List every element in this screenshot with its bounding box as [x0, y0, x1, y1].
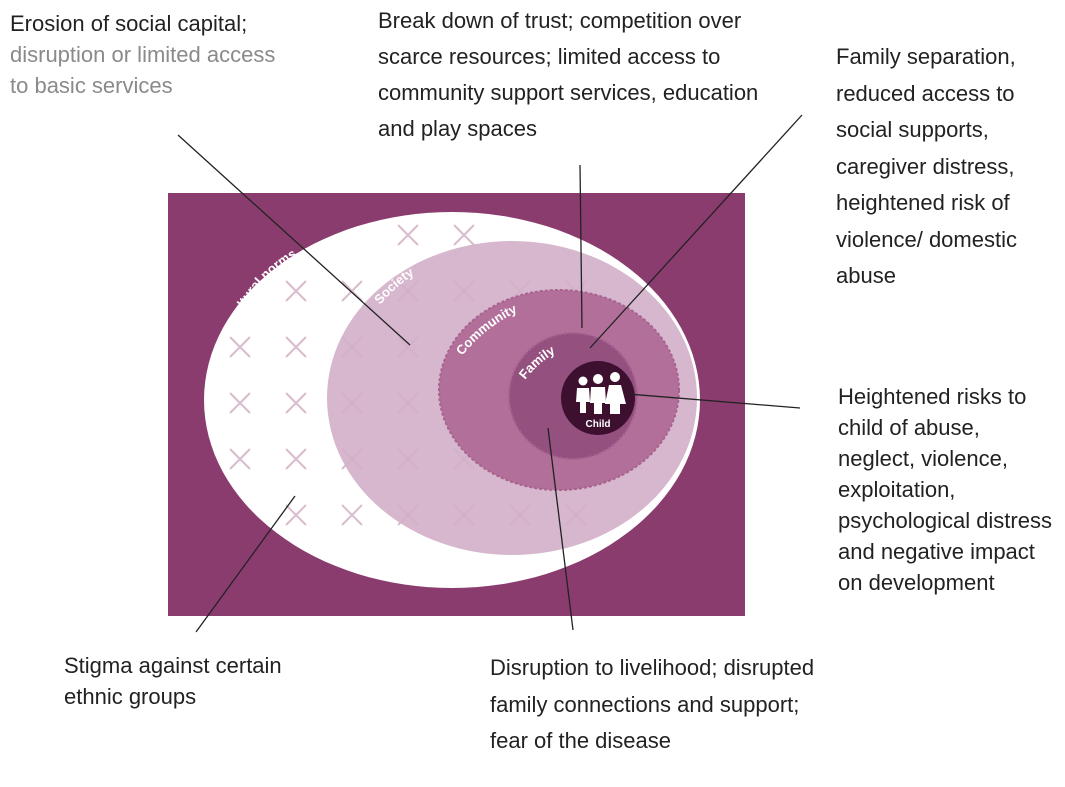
annotation-family-separation: Family separation, reduced access to soc…: [836, 44, 1017, 288]
pointer-lines: [177, 114, 803, 633]
pointer-livelihood: [547, 427, 574, 631]
cross-mark: [285, 280, 307, 302]
annotation-stigma: Stigma against certain ethnic groups: [64, 653, 282, 709]
cross-mark: [453, 224, 475, 246]
child-figures-icon: [576, 372, 626, 414]
cross-mark: [397, 224, 419, 246]
pointer-child-risks: [627, 393, 801, 409]
annotation-social-capital-lead: Erosion of social capital;: [10, 11, 248, 36]
annotation-social-capital: Erosion of social capital; disruption or…: [10, 8, 280, 101]
pointer-family-separation: [589, 114, 803, 349]
cross-mark: [285, 392, 307, 414]
annotation-social-capital-muted: disruption or limited access to basic se…: [10, 42, 276, 98]
cross-mark: [229, 392, 251, 414]
pointer-trust: [579, 164, 583, 329]
cross-mark: [285, 504, 307, 526]
pointer-stigma: [195, 495, 296, 633]
annotation-child-risks: Heightened risks to child of abuse, negl…: [838, 384, 1052, 595]
cross-mark: [285, 336, 307, 358]
annotation-trust: Break down of trust; competition over sc…: [378, 8, 759, 141]
cross-mark: [341, 504, 363, 526]
ring-label-child: Child: [586, 419, 611, 430]
pointer-social-capital: [177, 134, 411, 346]
cross-mark: [229, 448, 251, 470]
cross-mark: [285, 448, 307, 470]
cross-mark: [229, 336, 251, 358]
annotation-livelihood: Disruption to livelihood; disrupted fami…: [490, 655, 815, 753]
